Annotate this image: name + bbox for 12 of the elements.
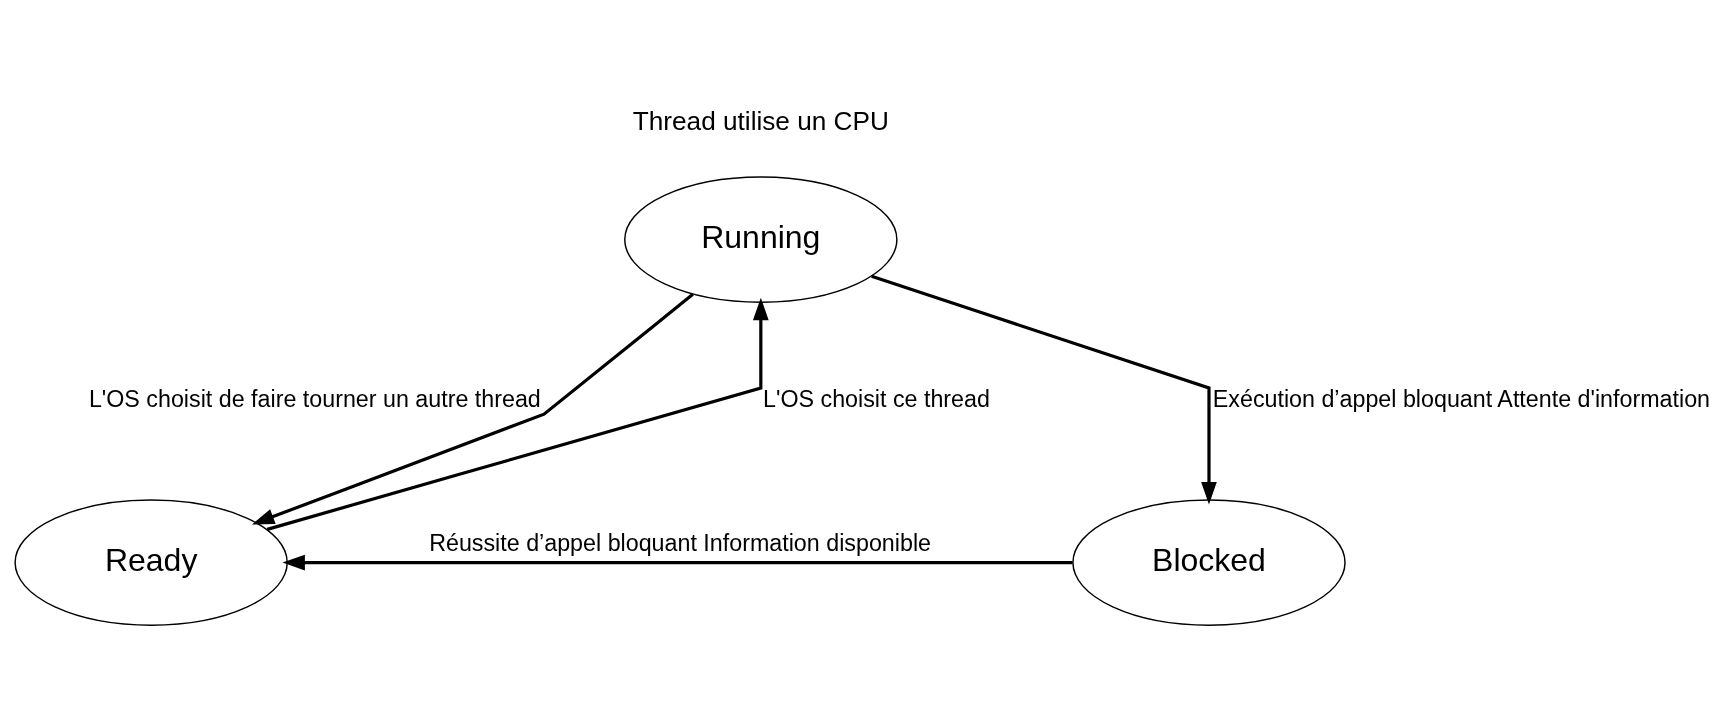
node-ellipse: Blocked <box>1072 499 1346 626</box>
edge-label: Exécution d’appel bloquant Attente d'information <box>1212 385 1711 412</box>
node-label: Thread utilise un CPU <box>632 105 889 136</box>
edge-label: L'OS choisit de faire tourner un autre thread <box>88 385 541 412</box>
arrow <box>266 297 769 531</box>
edge-label: Réussite d’appel bloquant Information disponible <box>429 529 931 556</box>
arrow <box>282 554 1073 571</box>
arrow <box>871 274 1217 505</box>
node-ellipse: Ready <box>14 499 288 626</box>
edge-label: L'OS choisit ce thread <box>763 385 990 412</box>
arrow <box>251 293 694 525</box>
node-ellipse: Running <box>624 176 898 303</box>
